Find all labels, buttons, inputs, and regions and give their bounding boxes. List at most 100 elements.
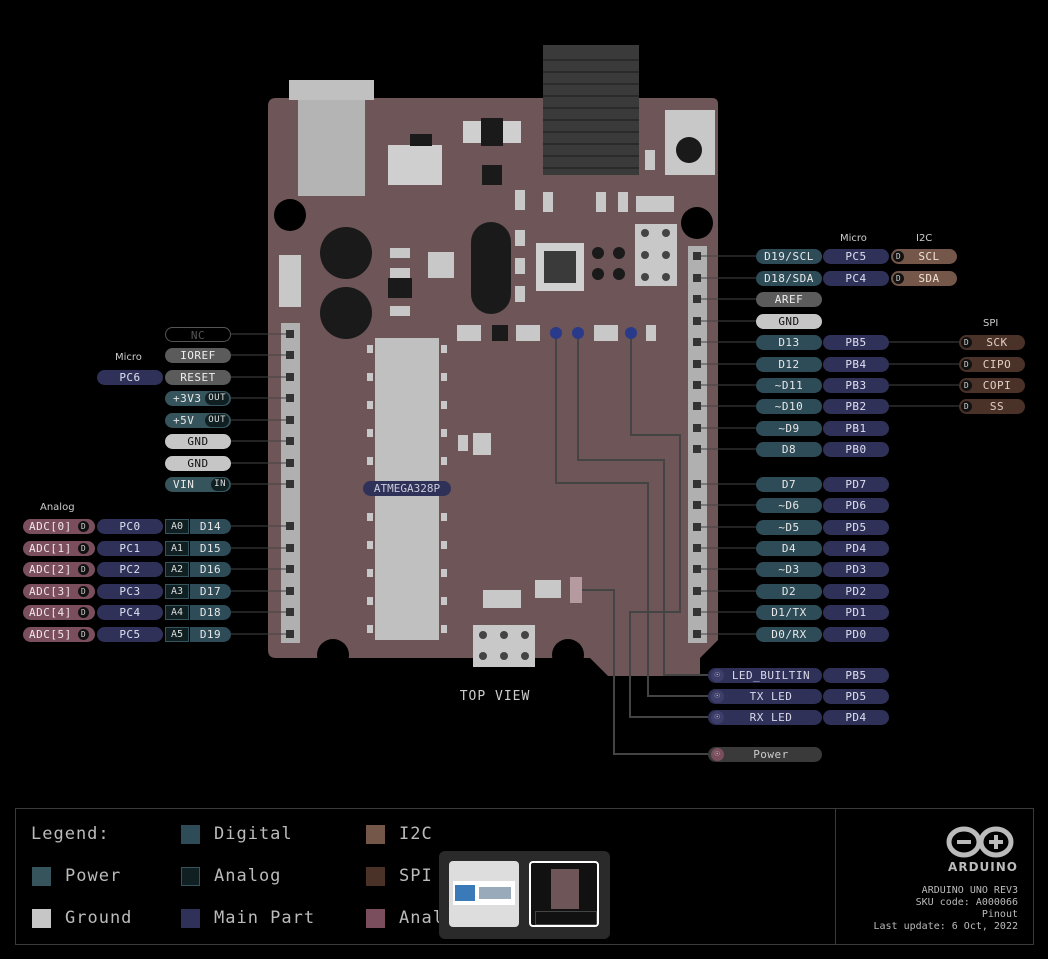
header-pin: [286, 565, 294, 573]
digital-d-icon: D: [961, 359, 972, 370]
pin-direction-tag: OUT: [205, 414, 229, 427]
digital-d-icon: D: [961, 380, 972, 391]
adc-pin-label: ADC[3]D: [23, 584, 95, 599]
micro-header-right: Micro: [840, 233, 867, 244]
micro-pin-label: PD3: [823, 562, 889, 577]
legend-swatch-i2c: [366, 825, 385, 844]
header-pin: [286, 459, 294, 467]
micro-pin-label: PB4: [823, 357, 889, 372]
header-pin: [693, 445, 701, 453]
digital-pin-label: GND: [756, 314, 822, 329]
led-bulb-icon: ☉: [711, 690, 724, 703]
legend-label-main-part: Main Part: [214, 908, 315, 928]
thumbnail-1[interactable]: [449, 861, 519, 927]
led-label: ☉RX LED: [708, 710, 822, 725]
alt-function-text: CIPO: [973, 358, 1012, 371]
analog-pin-label: A0: [165, 519, 189, 534]
digital-d-icon: D: [78, 629, 89, 640]
header-pin: [693, 565, 701, 573]
micro-pin-label: PC2: [97, 562, 163, 577]
adc-pin-label: ADC[2]D: [23, 562, 95, 577]
digital-pin-label: D19/SCL: [756, 249, 822, 264]
pin-direction-tag: IN: [211, 478, 229, 491]
micro-pin-label: PB5: [823, 668, 889, 683]
led-label: ☉LED_BUILTIN: [708, 668, 822, 683]
legend-title: Legend:: [31, 824, 110, 844]
thumbnail-2[interactable]: [529, 861, 599, 927]
header-pin: [693, 252, 701, 260]
header-pin: [693, 587, 701, 595]
digital-pin-label: D19: [190, 627, 231, 642]
micro-pin-label: PB3: [823, 378, 889, 393]
digital-d-icon: D: [893, 273, 904, 284]
legend-swatch-main-part: [181, 909, 200, 928]
led-bulb-icon: ☉: [711, 711, 724, 724]
digital-d-icon: D: [78, 521, 89, 532]
led-label-text: LED_BUILTIN: [720, 669, 810, 682]
legend-swatch-digital: [181, 825, 200, 844]
power-pin-label: GND: [165, 434, 231, 449]
digital-d-icon: D: [78, 607, 89, 618]
legend-swatch-ground: [32, 909, 51, 928]
micro-pin-label: PC3: [97, 584, 163, 599]
digital-pin-label: D14: [190, 519, 231, 534]
adc-pin-label: ADC[5]D: [23, 627, 95, 642]
legend-label-analog: Analog: [214, 866, 281, 886]
header-pin: [693, 424, 701, 432]
micro-pin-label: PD6: [823, 498, 889, 513]
power-pin-label: NC: [165, 327, 231, 342]
brand-line-4: Last update: 6 Oct, 2022: [874, 921, 1019, 932]
digital-pin-label: ~D11: [756, 378, 822, 393]
micro-pin-label: PD1: [823, 605, 889, 620]
micro-pin-label: PB2: [823, 399, 889, 414]
digital-d-icon: D: [893, 251, 904, 262]
led-label: ☉TX LED: [708, 689, 822, 704]
header-pin: [693, 338, 701, 346]
digital-pin-label: D15: [190, 541, 231, 556]
alt-function-text: COPI: [973, 379, 1012, 392]
header-pin: [286, 630, 294, 638]
led-bulb-icon: ☉: [711, 669, 724, 682]
adc-label-text: ADC[2]: [29, 563, 72, 576]
micro-pin-label: PD2: [823, 584, 889, 599]
header-pin: [286, 587, 294, 595]
brand-line-2: SKU code: A000066: [916, 897, 1018, 908]
digital-pin-label: D4: [756, 541, 822, 556]
legend-label-digital: Digital: [214, 824, 293, 844]
digital-d-icon: D: [78, 543, 89, 554]
power-pin-label: +3V3OUT: [165, 391, 231, 406]
spi-pin-label: DSS: [959, 399, 1025, 414]
digital-pin-label: D13: [756, 335, 822, 350]
digital-pin-label: ~D10: [756, 399, 822, 414]
digital-pin-label: D2: [756, 584, 822, 599]
micro-pin-label: PC6: [97, 370, 163, 385]
brand-line-3: Pinout: [982, 909, 1018, 920]
analog-pin-label: A4: [165, 605, 189, 620]
digital-d-icon: D: [961, 337, 972, 348]
brand-name: ARDUINO: [948, 860, 1018, 874]
digital-pin-label: ~D6: [756, 498, 822, 513]
micro-pin-label: PC4: [823, 271, 889, 286]
led-label-text: Power: [741, 748, 789, 761]
micro-pin-label: PD4: [823, 541, 889, 556]
digital-pin-label: D0/RX: [756, 627, 822, 642]
micro-pin-label: PC1: [97, 541, 163, 556]
header-pin: [693, 630, 701, 638]
legend-label-ground: Ground: [65, 908, 132, 928]
brand-line-1: ARDUINO UNO REV3: [922, 885, 1018, 896]
adc-pin-label: ADC[1]D: [23, 541, 95, 556]
header-pin: [286, 394, 294, 402]
header-pin: [693, 523, 701, 531]
adc-label-text: ADC[0]: [29, 520, 72, 533]
power-pin-label: IOREF: [165, 348, 231, 363]
digital-pin-label: ~D3: [756, 562, 822, 577]
led-label: ☉Power: [708, 747, 822, 762]
micro-pin-label: PC0: [97, 519, 163, 534]
legend-swatch-power: [32, 867, 51, 886]
arduino-logo-icon: [946, 824, 1018, 864]
micro-header-left: Micro: [115, 352, 142, 363]
header-pin: [693, 480, 701, 488]
digital-pin-label: D17: [190, 584, 231, 599]
header-pin: [286, 522, 294, 530]
micro-pin-label: PD7: [823, 477, 889, 492]
